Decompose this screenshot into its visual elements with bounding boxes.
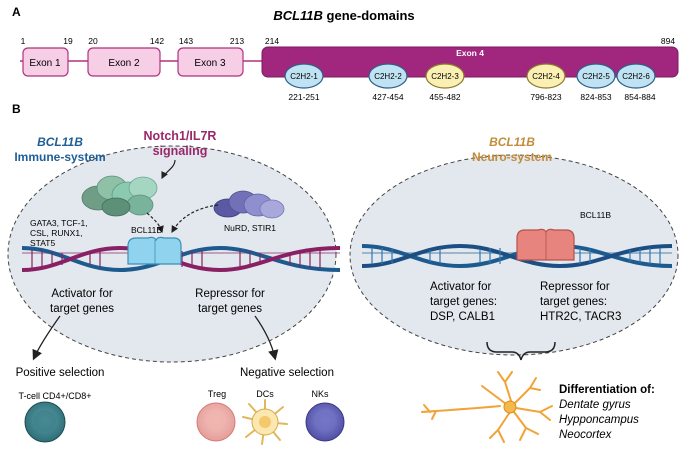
neuro-repressor-line-2: target genes:	[540, 296, 607, 308]
neuron-soma	[503, 400, 517, 414]
exon-4-label: Exon 4	[456, 48, 484, 58]
exon-1-start: 1	[21, 36, 26, 46]
immune-repressor-line-1: Repressor for	[195, 288, 265, 300]
zinc-finger-5-label: C2H2-5	[582, 72, 610, 81]
neuro-activator-line-3: DSP, CALB1	[430, 311, 495, 323]
zinc-finger-4-range: 796-823	[530, 92, 561, 102]
treg-icon	[196, 402, 236, 442]
exon-1-end: 19	[63, 36, 73, 46]
curly-brace	[486, 341, 556, 361]
exon-4-end: 894	[661, 36, 675, 46]
nurd-arrow	[171, 204, 219, 234]
exon-2-box	[87, 47, 161, 77]
zinc-finger-3-label: C2H2-3	[431, 72, 459, 81]
panel-a-title-rest: gene-domains	[323, 8, 415, 23]
immune-repressor-line-2: target genes	[198, 303, 262, 315]
immune-system-title: Immune-system	[14, 150, 105, 164]
zinc-finger-4: C2H2-4 796-823	[526, 63, 566, 102]
immune-bcl11b-protein	[127, 236, 182, 265]
negative-selection-label: Negative selection	[240, 367, 334, 379]
neuro-activator-line-1: Activator for	[430, 281, 492, 293]
neuro-repressor-line-1: Repressor for	[540, 281, 610, 293]
exon-4-box	[261, 46, 679, 78]
exon-3-label: Exon 3	[194, 58, 226, 69]
zinc-finger-2: C2H2-2 427-454	[368, 63, 408, 102]
cofactor-line-1: GATA3, TCF-1,	[30, 218, 88, 228]
exon-1-box	[22, 47, 69, 77]
zinc-finger-1-range: 221-251	[288, 92, 319, 102]
tcell-icon	[24, 401, 66, 443]
zinc-finger-2-range: 427-454	[372, 92, 403, 102]
exon-3-box	[177, 47, 244, 77]
exon-4-start: 214	[265, 36, 279, 46]
signaling-arrow	[161, 159, 176, 180]
exon-2-label: Exon 2	[108, 58, 140, 69]
neuro-system-title: Neuro-system	[472, 150, 552, 164]
nks-label: NKs	[311, 389, 329, 399]
zinc-finger-5: C2H2-5 824-853	[576, 63, 616, 102]
zinc-finger-6: C2H2-6 854-884	[616, 63, 656, 102]
zinc-finger-6-label: C2H2-6	[622, 72, 650, 81]
differentiation-label: Differentiation of:	[559, 384, 655, 396]
immune-activator-line-1: Activator for	[51, 288, 113, 300]
panel-b-label: B	[12, 102, 21, 116]
region-dentate-gyrus: Dentate gyrus	[559, 399, 631, 411]
cofactor-line-2: CSL, RUNX1,	[30, 228, 82, 238]
neuro-bcl11b-protein	[516, 228, 575, 261]
cofactor-line-3: STAT5	[30, 238, 55, 248]
exon-3-end: 213	[230, 36, 244, 46]
nurd-label: NuRD, STIR1	[224, 223, 276, 233]
panel-a-label: A	[12, 5, 21, 19]
panel-a-title: BCL11B gene-domains	[273, 8, 414, 23]
panel-a-title-gene: BCL11B	[273, 8, 323, 23]
dcs-label: DCs	[256, 389, 274, 399]
zinc-finger-3-range: 455-482	[429, 92, 460, 102]
neuron-icon	[421, 371, 553, 443]
tcell-label: T-cell CD4+/CD8+	[18, 391, 91, 401]
negative-selection-arrow	[254, 315, 279, 361]
positive-selection-arrow	[32, 315, 61, 361]
neuro-gene-title: BCL11B	[489, 135, 535, 149]
exon-2-end: 142	[150, 36, 164, 46]
nurd-complex	[213, 190, 285, 219]
positive-selection-label: Positive selection	[16, 367, 105, 379]
zinc-finger-1: C2H2-1 221-251	[284, 63, 324, 102]
signaling-line-2: signaling	[153, 144, 208, 158]
treg-label: Treg	[208, 389, 226, 399]
zinc-finger-4-label: C2H2-4	[532, 72, 560, 81]
region-hippocampus: Hypponcampus	[559, 414, 639, 426]
signaling-line-1: Notch1/IL7R	[144, 129, 217, 143]
neuro-bcl11b-label: BCL11B	[580, 210, 611, 220]
exon-1-label: Exon 1	[29, 58, 61, 69]
zinc-finger-1-label: C2H2-1	[290, 72, 318, 81]
nk-cell-icon	[305, 402, 345, 442]
zinc-finger-2-label: C2H2-2	[374, 72, 402, 81]
zinc-finger-3: C2H2-3 455-482	[425, 63, 465, 102]
region-neocortex: Neocortex	[559, 429, 613, 441]
exon-3-start: 143	[179, 36, 193, 46]
immune-gene-title: BCL11B	[37, 135, 83, 149]
zinc-finger-5-range: 824-853	[580, 92, 611, 102]
dendritic-cell-icon	[242, 399, 288, 445]
neuro-dna	[361, 243, 673, 269]
neuro-activator-line-2: target genes:	[430, 296, 497, 308]
immune-bcl11b-label: BCL11B	[131, 225, 162, 235]
green-cofactor-complex	[81, 175, 158, 217]
green-complex-arrow	[146, 212, 164, 234]
immune-activator-line-2: target genes	[50, 303, 114, 315]
neuro-repressor-line-3: HTR2C, TACR3	[540, 311, 621, 323]
zinc-finger-6-range: 854-884	[624, 92, 655, 102]
exon-2-start: 20	[88, 36, 98, 46]
